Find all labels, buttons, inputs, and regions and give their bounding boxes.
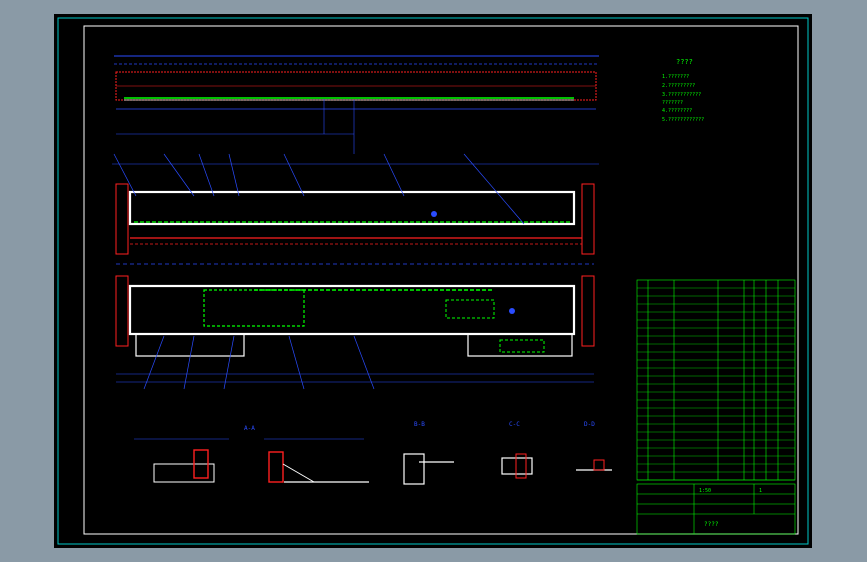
section-label-d-d: D-D — [584, 421, 595, 428]
note-line-6: 5.???????????? — [662, 117, 704, 123]
notes-title: ???? — [676, 58, 693, 66]
section-label-a-a: A-A — [244, 425, 255, 432]
note-line-4: ??????? — [662, 100, 683, 106]
note-line-5: 4.???????? — [662, 108, 692, 114]
bill-of-materials-table — [636, 279, 796, 481]
technical-notes: ???? 1.??????? 2.????????? 3.???????????… — [662, 58, 704, 123]
title-block-sheet: 1 — [759, 488, 762, 494]
title-block-scale: 1:50 — [699, 488, 711, 494]
section-details — [134, 438, 612, 485]
drawing-sheet: A-A B-B C-C D-D ???? 1.??????? 2.???????… — [54, 14, 812, 548]
section-label-b-b: B-B — [414, 421, 425, 428]
note-line-3: 3.??????????? — [662, 92, 701, 98]
title-block — [636, 483, 796, 535]
plan-view-upper — [112, 163, 599, 265]
inner-border — [83, 25, 799, 535]
section-label-c-c: C-C — [509, 421, 520, 428]
note-line-2: 2.????????? — [662, 83, 695, 89]
plan-view-lower — [115, 275, 595, 383]
bom-rows — [637, 287, 795, 481]
top-elevation-view — [114, 55, 599, 154]
note-line-1: 1.??????? — [662, 74, 689, 80]
outer-border — [57, 17, 809, 545]
cad-drawing: A-A B-B C-C D-D ???? 1.??????? 2.???????… — [57, 17, 809, 545]
title-block-drawing-name: ???? — [704, 521, 719, 528]
leader-lines — [113, 153, 525, 390]
